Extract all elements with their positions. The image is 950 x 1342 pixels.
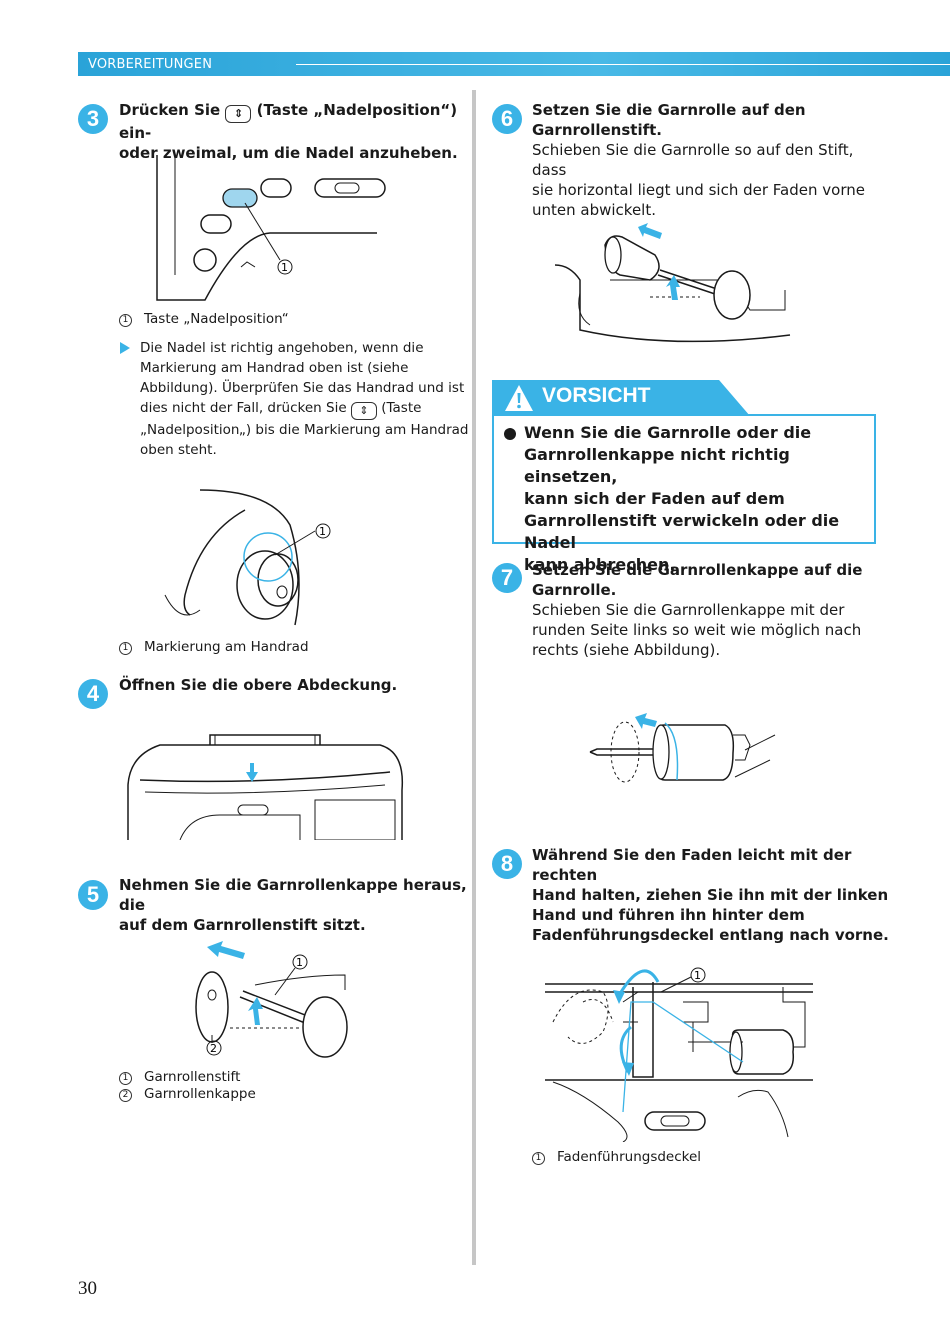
- needle-position-key-icon: ⇕: [350, 402, 377, 420]
- caution-line: kann abbrechen.: [524, 555, 676, 574]
- callout-2-icon: 2: [119, 1089, 132, 1102]
- note-line: „Nadelposition„) bis die Markierung am H…: [140, 422, 469, 438]
- caption-text: Garnrollenkappe: [144, 1086, 256, 1102]
- step-3-title-post: (Taste „Nadelposition“) ein-: [119, 101, 458, 142]
- step-6-title: Setzen Sie die Garnrolle auf den Garnrol…: [532, 100, 892, 140]
- callout-1-icon: 1: [119, 642, 132, 655]
- note-line: oben steht.: [140, 442, 217, 458]
- callout-1: 1: [694, 969, 701, 982]
- text-line: Schieben Sie die Garnrollenkappe mit der: [532, 601, 845, 619]
- callout-1: 1: [281, 261, 288, 274]
- title-line: Garnrolle.: [532, 581, 617, 599]
- caution-line: Garnrollenstift verwickeln oder die Nade…: [524, 511, 840, 552]
- title-line: Hand und führen ihn hinter dem: [532, 906, 805, 924]
- step-7-text: Schieben Sie die Garnrollenkappe mit der…: [532, 600, 892, 660]
- note-line: Abbildung). Überprüfen Sie das Handrad u…: [140, 380, 465, 396]
- callout-1: 1: [319, 525, 326, 538]
- open-top-cover-illustration: [127, 734, 404, 840]
- title-line: Setzen Sie die Garnrollenkappe auf die: [532, 561, 863, 579]
- bullet-icon: [504, 428, 516, 440]
- step-3-caption-1: 1 Taste „Nadelposition“: [119, 309, 289, 329]
- note-line: Die Nadel ist richtig angehoben, wenn di…: [140, 340, 424, 356]
- step-3-number: 3: [78, 104, 108, 134]
- title-line: Setzen Sie die Garnrolle auf den: [532, 101, 806, 119]
- step-5-number: 5: [78, 880, 108, 910]
- thread-guide-illustration: 1: [545, 967, 813, 1142]
- handwheel-illustration: 1: [164, 489, 331, 626]
- caution-line: Garnrollenkappe nicht richtig einsetzen,: [524, 445, 790, 486]
- step-3-title-pre: Drücken Sie: [119, 101, 221, 119]
- remove-spool-cap-illustration: 2 1: [195, 941, 348, 1058]
- step-5-caption-1: 1 Garnrollenstift: [119, 1067, 240, 1087]
- step-7-number: 7: [492, 563, 522, 593]
- header-rule: [296, 64, 950, 65]
- text-line: unten abwickelt.: [532, 201, 656, 219]
- caution-title: VORSICHT: [542, 384, 651, 407]
- step-7-title: Setzen Sie die Garnrollenkappe auf die G…: [532, 560, 892, 600]
- caption-text: Taste „Nadelposition“: [144, 311, 289, 327]
- callout-1-icon: 1: [119, 1072, 132, 1085]
- place-spool-illustration: [554, 223, 791, 343]
- caution-text: Wenn Sie die Garnrolle oder die Garnroll…: [524, 422, 868, 576]
- caution-box: Wenn Sie die Garnrolle oder die Garnroll…: [492, 414, 876, 574]
- note-arrow-icon: [120, 342, 130, 354]
- step-3-title-line2: oder zweimal, um die Nadel anzuheben.: [119, 144, 458, 162]
- section-title: VORBEREITUNGEN: [88, 57, 213, 72]
- column-divider: [472, 90, 476, 1265]
- caption-text: Garnrollenstift: [144, 1069, 241, 1085]
- step-3-caption-2: 1 Markierung am Handrad: [119, 637, 309, 657]
- text-line: Schieben Sie die Garnrolle so auf den St…: [532, 141, 854, 179]
- title-line: auf dem Garnrollenstift sitzt.: [119, 916, 366, 934]
- place-spool-cap-illustration: [589, 713, 776, 783]
- caption-text: Markierung am Handrad: [144, 639, 309, 655]
- note-line: dies nicht der Fall, drücken Sie: [140, 400, 347, 416]
- warning-triangle-icon: [505, 385, 533, 411]
- section-header-bar: VORBEREITUNGEN: [78, 52, 950, 76]
- step-4-title: Öffnen Sie die obere Abdeckung.: [119, 676, 398, 694]
- title-line: Fadenführungsdeckel entlang nach vorne.: [532, 926, 889, 944]
- callout-2: 2: [210, 1042, 217, 1055]
- caption-text: Fadenführungsdeckel: [557, 1149, 702, 1165]
- note-line: (Taste: [381, 400, 422, 416]
- step-8-number: 8: [492, 849, 522, 879]
- step-8-title: Während Sie den Faden leicht mit der rec…: [532, 845, 912, 945]
- text-line: runden Seite links so weit wie möglich n…: [532, 621, 862, 639]
- title-line: Nehmen Sie die Garnrollenkappe heraus, d…: [119, 876, 467, 914]
- step-6-number: 6: [492, 104, 522, 134]
- step-5-title: Nehmen Sie die Garnrollenkappe heraus, d…: [119, 875, 469, 935]
- step-3-title: Drücken Sie ⇕ (Taste „Nadelposition“) ei…: [119, 100, 464, 163]
- step-4-number: 4: [78, 679, 108, 709]
- callout-1-icon: 1: [119, 314, 132, 327]
- needle-position-key-icon: ⇕: [225, 105, 252, 123]
- callout-1: 1: [296, 956, 303, 969]
- title-line: Während Sie den Faden leicht mit der rec…: [532, 846, 852, 884]
- title-line: Hand halten, ziehen Sie ihn mit der link…: [532, 886, 889, 904]
- step-3-note: Die Nadel ist richtig angehoben, wenn di…: [140, 338, 470, 460]
- text-line: rechts (siehe Abbildung).: [532, 641, 721, 659]
- caution-header: VORSICHT: [492, 380, 750, 416]
- needle-position-button-illustration: 1: [156, 155, 386, 301]
- callout-1-icon: 1: [532, 1152, 545, 1165]
- step-5-caption-2: 2 Garnrollenkappe: [119, 1084, 256, 1104]
- step-6-text: Schieben Sie die Garnrolle so auf den St…: [532, 140, 892, 220]
- page-number: 30: [78, 1278, 97, 1299]
- caution-line: kann sich der Faden auf dem: [524, 489, 785, 508]
- caution-line: Wenn Sie die Garnrolle oder die: [524, 423, 812, 442]
- note-line: Markierung am Handrad oben ist (siehe: [140, 360, 409, 376]
- title-line: Garnrollenstift.: [532, 121, 662, 139]
- text-line: sie horizontal liegt und sich der Faden …: [532, 181, 865, 199]
- step-8-caption: 1 Fadenführungsdeckel: [532, 1147, 701, 1167]
